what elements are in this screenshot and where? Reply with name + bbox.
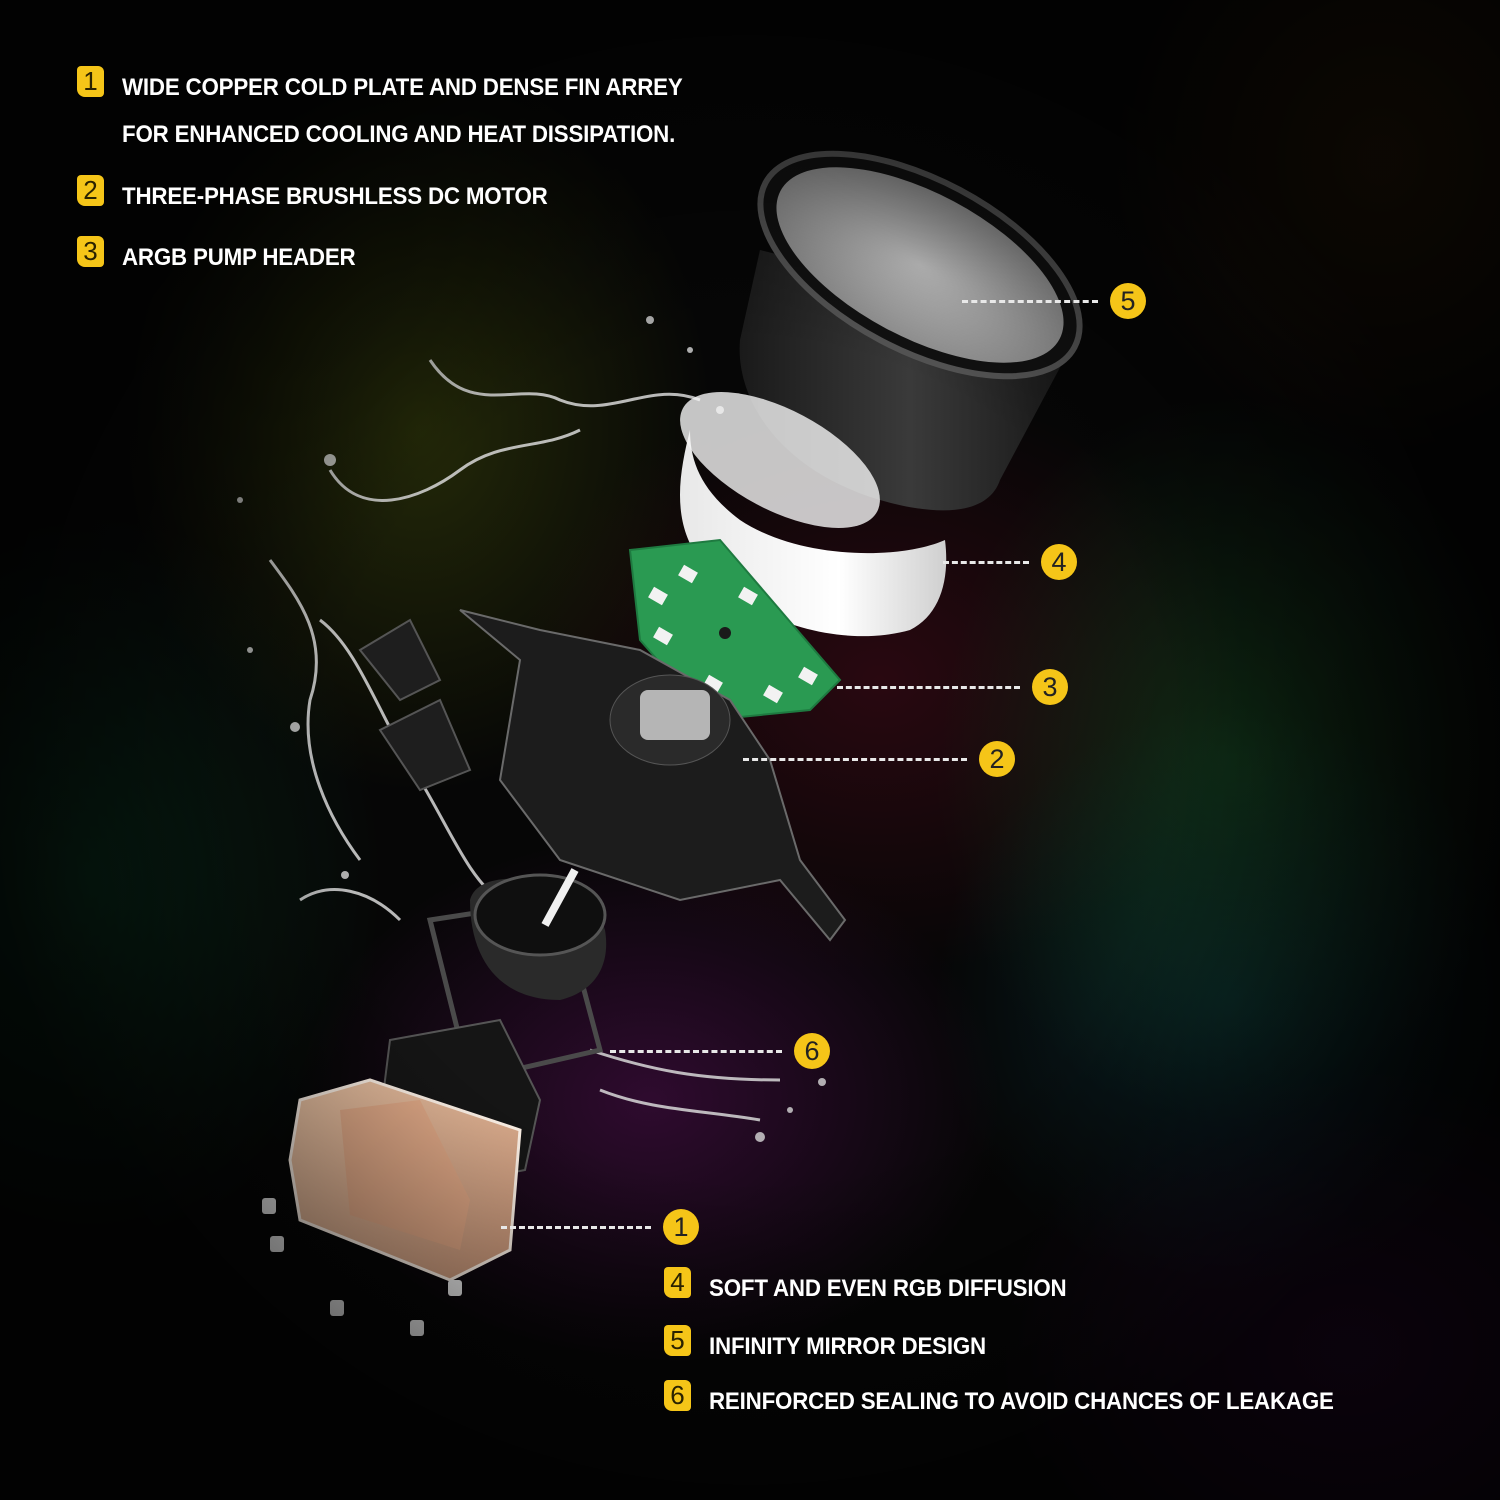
feature-text: INFINITY MIRROR DESIGN (709, 1333, 986, 1360)
feature-number-badge: 6 (664, 1380, 691, 1411)
callout-5: 5 (962, 283, 1146, 319)
feature-text: REINFORCED SEALING TO AVOID CHANCES OF L… (709, 1388, 1334, 1415)
feature-number-badge: 1 (77, 66, 104, 97)
feature-number-badge: 3 (77, 236, 104, 267)
feature-number-badge: 5 (664, 1325, 691, 1356)
feature-text: SOFT AND EVEN RGB DIFFUSION (709, 1275, 1067, 1302)
leader-line (501, 1225, 651, 1229)
callout-number-badge: 6 (794, 1033, 830, 1069)
leader-line (962, 299, 1098, 303)
callout-4: 4 (943, 544, 1077, 580)
feature-item-1: 1 WIDE COPPER COLD PLATE AND DENSE FIN A… (77, 64, 725, 158)
leader-line (943, 560, 1029, 564)
callout-3: 3 (837, 669, 1068, 705)
leader-line (743, 757, 967, 761)
feature-number-badge: 4 (664, 1267, 691, 1298)
copper-cold-plate (262, 1078, 522, 1336)
hose-fittings (358, 618, 472, 792)
leader-line (837, 685, 1020, 689)
callout-number-badge: 2 (979, 741, 1015, 777)
feature-item-2: 2 THREE-PHASE BRUSHLESS DC MOTOR (77, 173, 580, 220)
callout-number-badge: 1 (663, 1209, 699, 1245)
feature-item-4: 4 SOFT AND EVEN RGB DIFFUSION (664, 1265, 1093, 1312)
callout-2: 2 (743, 741, 1015, 777)
callout-number-badge: 5 (1110, 283, 1146, 319)
callout-number-badge: 3 (1032, 669, 1068, 705)
callout-number-badge: 4 (1041, 544, 1077, 580)
feature-number-badge: 2 (77, 175, 104, 206)
feature-item-3: 3 ARGB PUMP HEADER (77, 234, 373, 281)
feature-item-6: 6 REINFORCED SEALING TO AVOID CHANCES OF… (664, 1378, 1381, 1425)
callout-6: 6 (610, 1033, 830, 1069)
feature-text: THREE-PHASE BRUSHLESS DC MOTOR (122, 183, 548, 210)
leader-line (610, 1049, 782, 1053)
feature-text: ARGB PUMP HEADER (122, 244, 356, 271)
feature-text: WIDE COPPER COLD PLATE AND DENSE FIN ARR… (122, 74, 683, 148)
callout-1: 1 (501, 1209, 699, 1245)
feature-item-5: 5 INFINITY MIRROR DESIGN (664, 1323, 1007, 1370)
